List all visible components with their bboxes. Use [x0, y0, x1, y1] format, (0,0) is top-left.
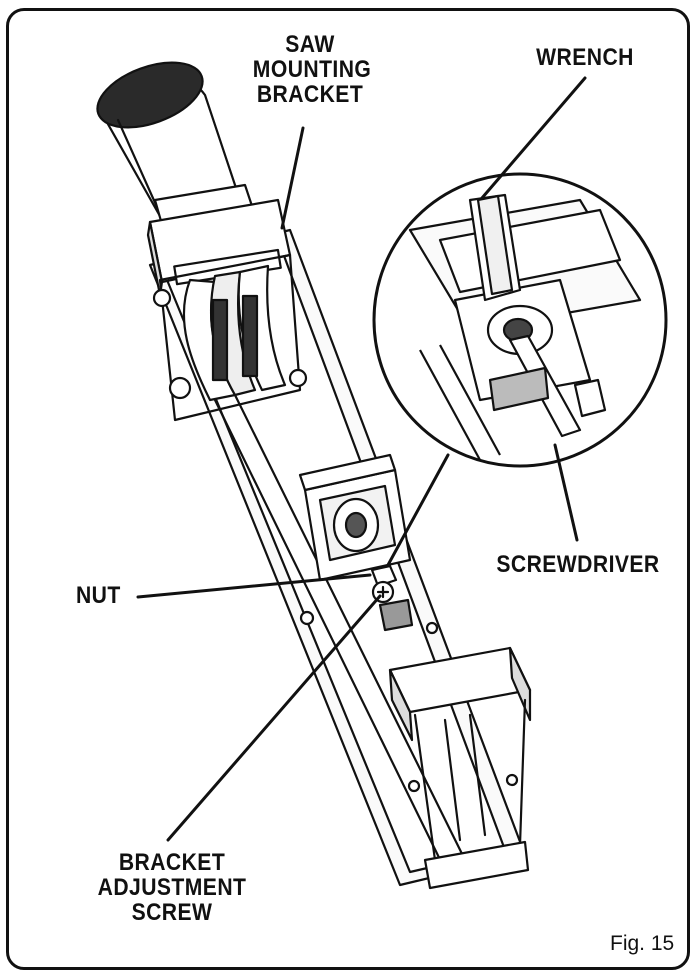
- saw-handle: [96, 61, 257, 237]
- leader-screwdriver: [553, 443, 579, 542]
- detail-inset: [372, 172, 668, 468]
- figure-number: Fig. 15: [610, 932, 675, 955]
- label-saw-mounting-bracket: SAW MOUNTING BRACKET: [252, 31, 372, 109]
- center-clamp: [298, 453, 412, 582]
- leader-inset: [386, 453, 450, 567]
- label-wrench: WRENCH: [536, 44, 634, 71]
- leader-bracket-adjustment-screw: [166, 594, 382, 842]
- nut-and-screw: [370, 564, 414, 632]
- label-nut: NUT: [75, 582, 121, 609]
- front-foot-bracket: [388, 646, 532, 890]
- label-bracket-adjustment-screw: BRACKET ADJUSTMENT SCREW: [97, 849, 247, 927]
- leader-wrench: [480, 76, 587, 200]
- leader-nut: [136, 573, 372, 599]
- label-screwdriver: SCREWDRIVER: [496, 551, 660, 578]
- saw-mounting-bracket: [146, 198, 308, 422]
- leader-saw-mounting-bracket: [280, 126, 305, 230]
